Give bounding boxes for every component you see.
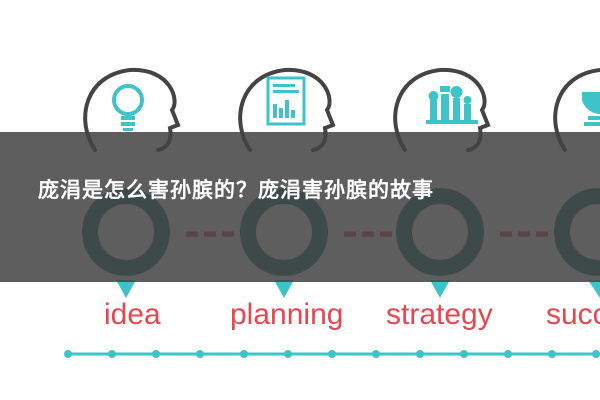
chess-pieces-icon — [426, 86, 478, 124]
page-title: 庞涓是怎么害孙膑的？庞涓害孙膑的故事 — [38, 178, 434, 202]
timeline — [64, 350, 600, 358]
step-label-idea: idea — [104, 298, 161, 331]
step-label-success: succ — [546, 298, 600, 331]
document-chart-icon — [266, 76, 306, 126]
step-label-planning: planning — [230, 298, 344, 331]
lightbulb-icon — [112, 84, 144, 131]
trophy-icon — [582, 92, 600, 126]
title-overlay — [0, 132, 600, 282]
step-label-strategy: strategy — [386, 298, 493, 331]
